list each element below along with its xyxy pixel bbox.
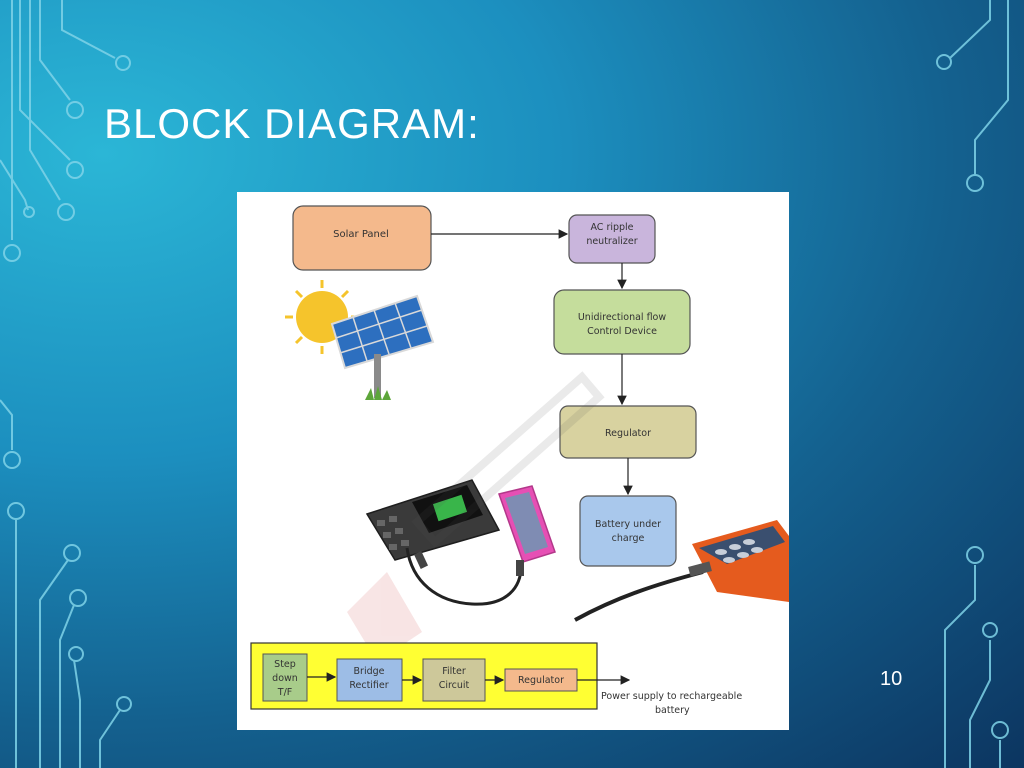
- block-diagram-figure: Solar Panel AC ripple neutralizer Unidir…: [237, 192, 789, 730]
- stepdown-label-1: Step: [274, 659, 296, 670]
- ac-ripple-block: [568, 214, 656, 264]
- unidirectional-label-1: Unidirectional flow: [578, 312, 667, 323]
- battery-label-2: charge: [612, 533, 645, 544]
- filter-circuit-block: [422, 658, 486, 702]
- filter-label-2: Circuit: [439, 680, 470, 691]
- page-number: 10: [880, 668, 903, 690]
- solar-panel-block: [292, 205, 432, 271]
- solar-panel-label: Solar Panel: [333, 229, 389, 240]
- battery-block: [579, 495, 677, 567]
- unidirectional-label-2: Control Device: [587, 326, 657, 337]
- mobile-charging-illustration: [574, 520, 789, 622]
- stepdown-label-2: down: [272, 673, 298, 684]
- bridge-rectifier-block: [336, 658, 403, 702]
- block-diagram-svg: Solar Panel AC ripple neutralizer Unidir…: [250, 205, 789, 716]
- ac-ripple-label-1: AC ripple: [590, 222, 633, 233]
- bridge-label-2: Rectifier: [349, 680, 388, 691]
- watermark: [347, 371, 605, 662]
- bridge-label-1: Bridge: [354, 666, 385, 677]
- regulator-label: Regulator: [605, 428, 651, 439]
- stepdown-label-3: T/F: [277, 687, 292, 698]
- solar-panel-illustration: [285, 280, 435, 400]
- ac-ripple-label-2: neutralizer: [586, 236, 637, 247]
- slide-title: BLOCK DIAGRAM:: [104, 100, 480, 147]
- ps-output-label-1: Power supply to rechargeable: [601, 691, 742, 702]
- ps-regulator-label: Regulator: [518, 675, 564, 686]
- ps-output-label-2: battery: [655, 705, 690, 716]
- phone-charger-illustration: [365, 479, 556, 606]
- filter-label-1: Filter: [442, 666, 466, 677]
- battery-label-1: Battery under: [595, 519, 661, 530]
